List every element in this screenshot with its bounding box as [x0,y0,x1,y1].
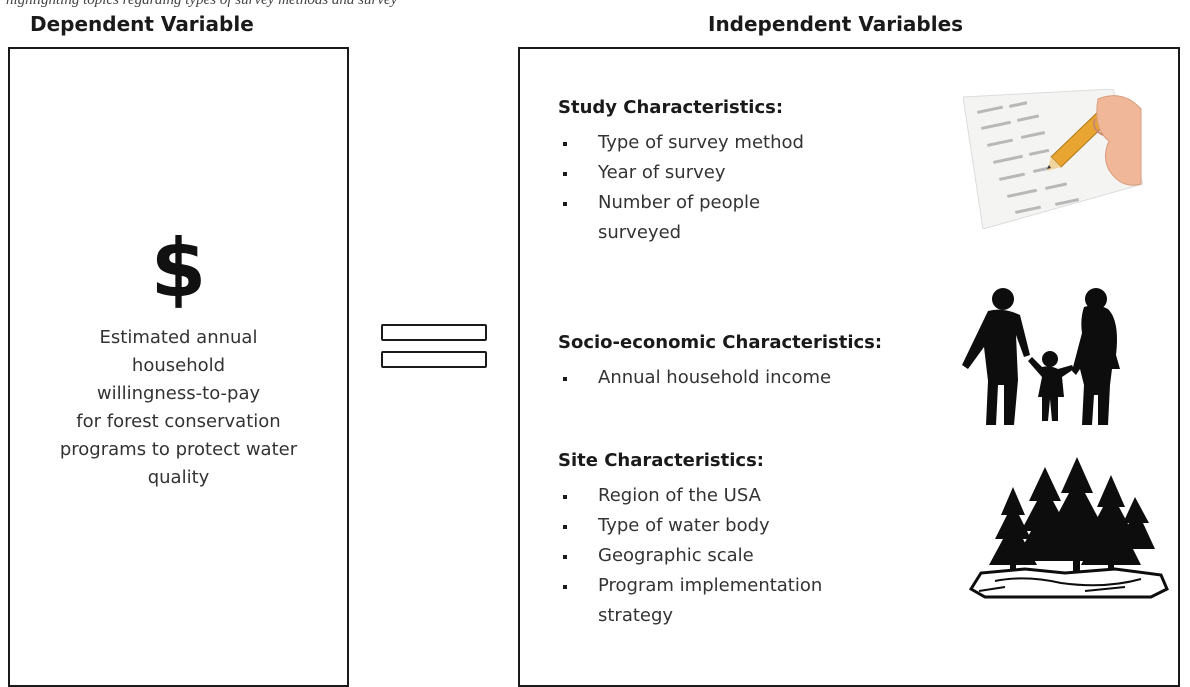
description-line: programs to protect water [59,439,298,460]
list-item: Number of people [558,188,804,218]
group-title: Study Characteristics: [558,97,784,118]
description-line: for forest conservation [76,411,281,432]
list-item: Annual household income [558,363,882,393]
independent-variables-heading: Independent Variables [708,12,964,36]
list-item: Program implementation [558,571,822,601]
equals-sign-top-bar [381,324,487,341]
figure-caption-fragment: highlighting topics regarding types of s… [6,0,398,8]
bullet-list: Region of the USA Type of water body Geo… [558,481,822,631]
dollar-sign-icon: $ [150,222,207,315]
dependent-variable-box: $ Estimated annual household willingness… [8,47,349,687]
list-item: Region of the USA [558,481,822,511]
forest-trees-icon [968,457,1169,599]
survey-form-pencil-icon [963,89,1143,229]
description-line: willingness-to-pay [96,383,261,404]
group-title: Socio-economic Characteristics: [558,332,883,353]
list-item: Type of water body [558,511,822,541]
list-item-continuation: strategy [598,605,674,626]
site-characteristics-group: Site Characteristics: Region of the USA … [558,449,822,631]
socio-economic-characteristics-group: Socio-economic Characteristics: Annual h… [558,331,882,393]
equals-sign-bottom-bar [381,351,487,368]
list-item: Type of survey method [558,128,804,158]
study-characteristics-group: Study Characteristics: Type of survey me… [558,96,804,248]
description-line: quality [147,467,210,488]
list-item: Year of survey [558,158,804,188]
independent-variables-box: Study Characteristics: Type of survey me… [518,47,1180,687]
family-silhouette-icon [962,288,1120,425]
group-title: Site Characteristics: [558,450,765,471]
dependent-variable-description: Estimated annual household willingness-t… [10,324,347,492]
list-item: Geographic scale [558,541,822,571]
bullet-list: Type of survey method Year of survey Num… [558,128,804,248]
description-line: Estimated annual [99,327,258,348]
list-item-continuation: surveyed [598,222,682,243]
description-line: household [131,355,226,376]
bullet-list: Annual household income [558,363,882,393]
dependent-variable-heading: Dependent Variable [30,12,254,36]
